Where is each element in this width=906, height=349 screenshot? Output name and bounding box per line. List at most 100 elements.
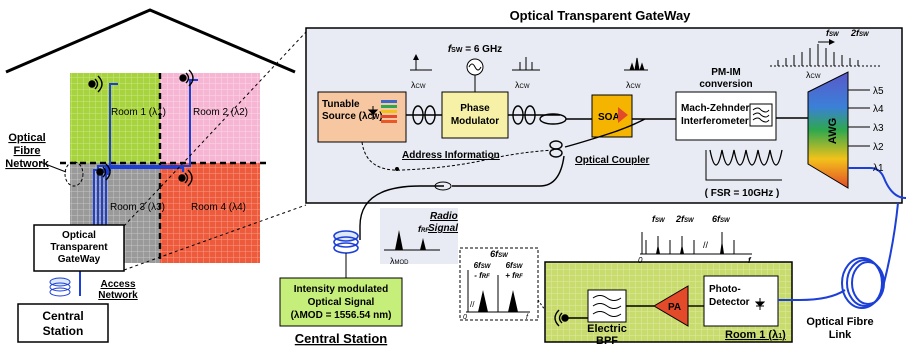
comb-2fsw: 2fSW [850,28,870,38]
central-station: Intensity modulated Optical Signal (λMOD… [279,208,458,346]
photodetector [703,275,779,327]
pmim-label-2: conversion [699,79,752,90]
bpf-label-2: BPF [596,335,618,347]
bpf-6fsw-right: 6fSW [506,261,524,270]
house: Room 1 (λ1) Room 2 (λ2) Room 3 (λ3) Room… [5,8,307,343]
awg [807,71,849,189]
soa-label: SOA [598,112,620,123]
fibre-network-label-1: Optical [8,132,45,144]
svg-text:λCW: λCW [411,80,426,90]
radio-label-1: Radio [430,211,458,222]
central-station-label: Central Station [295,331,388,346]
imod-label-3: (λMOD = 1556.54 nm) [291,310,392,321]
comb-lambda-cw: λCW [806,70,821,80]
comb-spectrum [770,39,880,67]
optical-coupler-label: Optical Coupler [575,155,650,166]
svg-text:λCW: λCW [626,80,641,90]
central-station-small-2: Station [43,324,84,338]
gateway-box-text-2: Transparent [50,242,108,253]
gateway-box-text-1: Optical [62,230,96,241]
bpf-label-1: Electric [587,323,627,335]
bpf-6fsw-left: 6fSW [474,261,492,270]
fibre-network-label-2: Fibre [14,145,41,157]
radio-label-2: Signal [428,223,458,234]
intensity-mod-box [279,277,403,327]
tunable-source-label-1: Tunable [322,99,360,110]
mzi-label-2: Interferometer [681,116,749,127]
awg-out-3: λ3 [873,123,884,134]
room-3-label: Room 3 (λ3) [110,202,165,213]
central-station-small-box [17,303,109,343]
awg-out-2: λ2 [873,142,884,153]
frf-label: fRF [418,224,429,234]
bpf-minus-frf: - fRF [474,271,490,280]
fsr-label: ( FSR = 10GHz ) [705,188,780,199]
gateway-title: Optical Transparent GateWay [510,8,692,23]
bpf-zero: 0 [463,314,467,321]
svg-text:λCW: λCW [515,80,530,90]
phase-mod-label-2: Modulator [451,116,499,127]
bpf-spectrum-box [459,247,539,321]
room-4-label: Room 4 (λ4) [191,202,246,213]
bpf-spectrum: 6fSW 6fSW - fRF 6fSW + fRF // 0 f [463,249,530,321]
gateway-box [33,224,125,272]
awg-out-1: λ1 [873,163,884,174]
comb-fsw: fSW [826,28,840,38]
fsr-transmission-plot: ( FSR = 10GHz ) [705,149,783,199]
room-1-label: Room 1 (λ1) [111,107,166,118]
pmim-label-1: PM-IM [711,67,740,78]
room-2-label: Room 2 (λ2) [193,107,248,118]
access-network-label-2: Network [98,290,138,301]
room1-spectrum-top: // fSW 2fSW 6fSW 0 f [638,214,752,265]
polarization-controller-icon [406,105,442,125]
spec-f: f [748,256,752,265]
fiber-to-central [359,185,444,240]
address-feedback-line [361,141,555,171]
central-station-small-1: Central [42,309,83,323]
access-network-label-1: Access [100,279,135,290]
room-4-area [160,163,260,263]
address-info-label: Address Information [402,150,500,161]
fiber-link-coil [799,202,899,309]
bpf-plus-frf: + fRF [505,271,523,280]
spec-fsw: fSW [652,214,666,224]
rf-source-icon [466,58,484,92]
fibre-network-label-3: Network [5,158,49,170]
spec-2fsw: 2fSW [675,214,695,224]
optical-coupler-icon [549,118,676,158]
imod-label-1: Intensity modulated [294,284,388,295]
phase-modulator [441,91,509,139]
room1-antenna-icon [554,309,588,327]
fiber-link-label-1: Optical Fibre [806,316,873,328]
svg-text://: // [703,240,709,250]
pa-label: PA [668,302,681,313]
house-roof [5,8,296,74]
gateway-box-text-3: GateWay [58,254,101,265]
awg-out-5: λ5 [873,86,884,97]
svg-text://: // [470,300,475,309]
spec-6fsw: 6fSW [712,214,731,224]
pd-label-1: Photo- [709,284,741,295]
mzi-label-1: Mach-Zehnder [681,103,749,114]
laser-diode-icon [367,100,397,123]
bpf-f: f [526,314,529,321]
soa-spectrum-icon: λCW [624,57,648,90]
room-1-area [70,73,160,163]
lambda-mod-label: λMOD [390,256,409,266]
polarization-controller-2-icon [508,105,567,125]
fsw-label: fSW = 6 GHz [448,44,502,55]
awg-outputs [848,89,906,199]
pd-label-2: Detector [709,297,750,308]
awg-out-4: λ4 [873,104,884,115]
fiber-link-label-2: Link [829,329,852,341]
awg-label: AWG [827,118,839,144]
bpf-6fsw-top: 6fSW [490,249,509,259]
imod-label-2: Optical Signal [308,297,375,308]
pm-spectrum-icon: λCW [512,57,540,90]
spec-zero: 0 [638,256,643,265]
phase-mod-label-1: Phase [460,103,490,114]
room1-label: Room 1 (λ1) [725,329,786,341]
room-2-area [160,73,260,163]
tunable-source-label-2: Source (λCW) [322,111,383,122]
